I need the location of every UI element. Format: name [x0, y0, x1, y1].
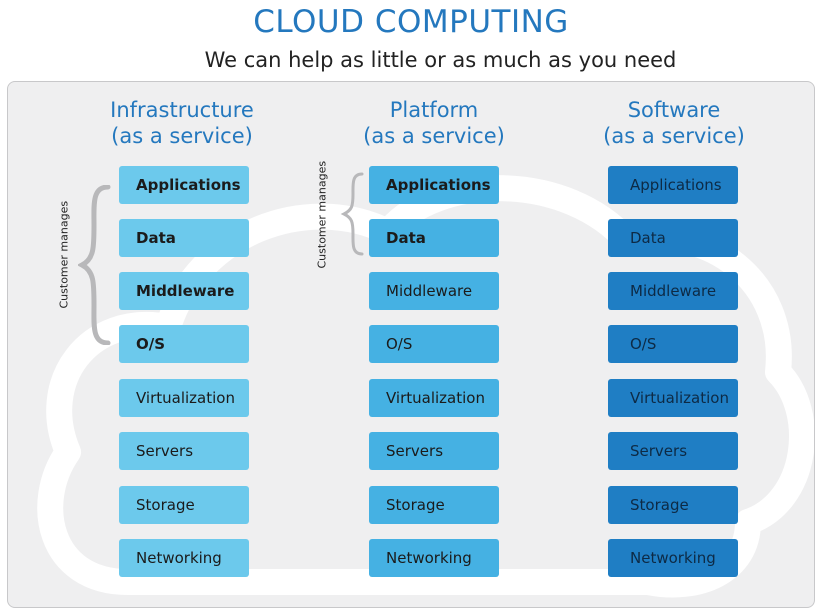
paas-layer-networking: Networking [369, 539, 499, 577]
paas-layer-virtualization: Virtualization [369, 379, 499, 417]
saas-layer-virtualization: Virtualization [608, 379, 738, 417]
saas-layer-middleware: Middleware [608, 272, 738, 310]
paas-layer-os: O/S [369, 325, 499, 363]
page-subtitle: We can help as little or as much as you … [204, 48, 677, 72]
heading-saas-line2: (as a service) [603, 124, 745, 148]
brace-paas [340, 172, 364, 256]
heading-iaas: Infrastructure (as a service) [92, 97, 272, 149]
iaas-layer-virtualization: Virtualization [119, 379, 249, 417]
iaas-layer-applications: Applications [119, 166, 249, 204]
brace-iaas [78, 185, 111, 345]
paas-layer-storage: Storage [369, 486, 499, 524]
iaas-layer-os: O/S [119, 325, 249, 363]
heading-iaas-line2: (as a service) [111, 124, 253, 148]
heading-saas-line1: Software [627, 98, 721, 122]
heading-iaas-line1: Infrastructure [110, 98, 254, 122]
page-title: CLOUD COMPUTING [253, 4, 569, 40]
heading-saas: Software (as a service) [584, 97, 764, 149]
paas-layer-data: Data [369, 219, 499, 257]
saas-layer-servers: Servers [608, 432, 738, 470]
saas-layer-os: O/S [608, 325, 738, 363]
iaas-layer-data: Data [119, 219, 249, 257]
saas-layer-networking: Networking [608, 539, 738, 577]
iaas-layer-middleware: Middleware [119, 272, 249, 310]
saas-layer-data: Data [608, 219, 738, 257]
heading-paas-line2: (as a service) [363, 124, 505, 148]
iaas-layer-storage: Storage [119, 486, 249, 524]
iaas-layer-networking: Networking [119, 539, 249, 577]
customer-manages-label-paas: Customer manages [315, 160, 329, 269]
heading-paas: Platform (as a service) [344, 97, 524, 149]
paas-layer-servers: Servers [369, 432, 499, 470]
saas-layer-applications: Applications [608, 166, 738, 204]
iaas-layer-servers: Servers [119, 432, 249, 470]
paas-layer-applications: Applications [369, 166, 499, 204]
saas-layer-storage: Storage [608, 486, 738, 524]
customer-manages-label-iaas: Customer manages [57, 200, 71, 309]
paas-layer-middleware: Middleware [369, 272, 499, 310]
heading-paas-line1: Platform [389, 98, 479, 122]
